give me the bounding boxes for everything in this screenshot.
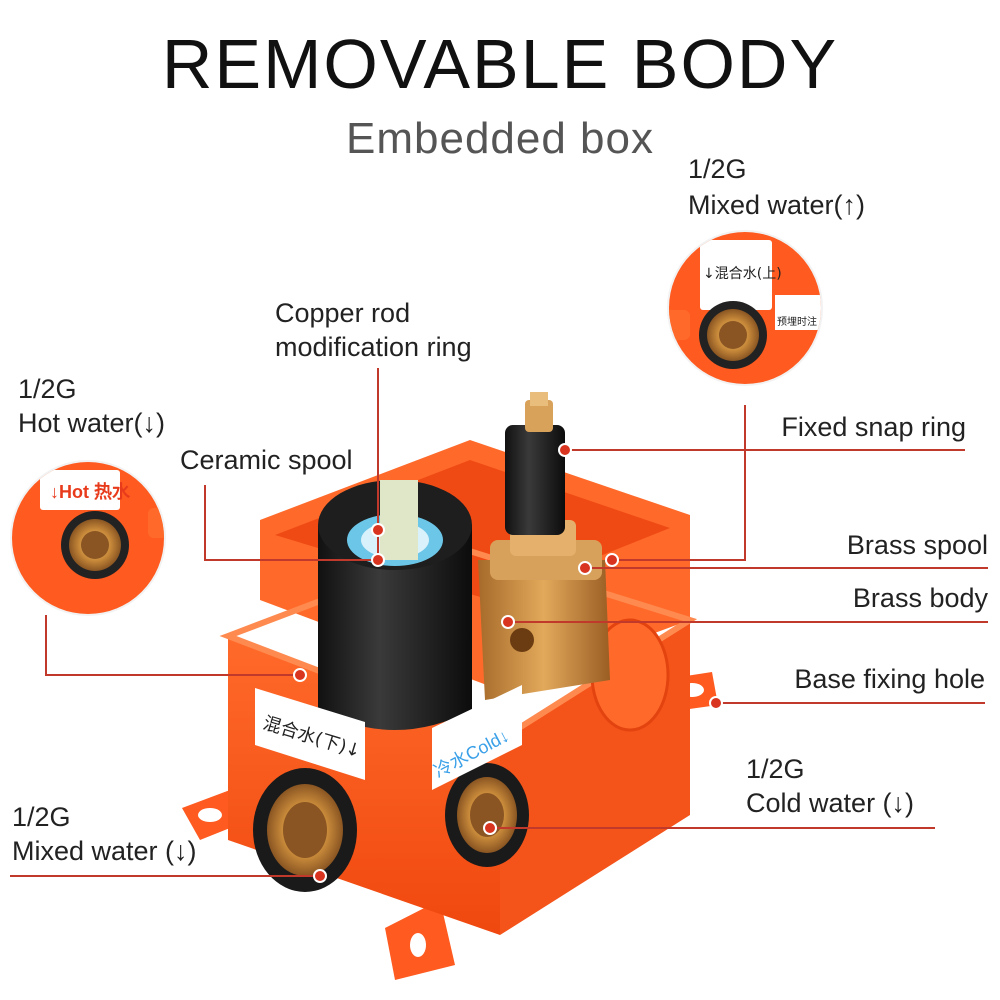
dot-mixed-down <box>313 869 327 883</box>
label-hot-size: 1/2G <box>18 374 77 404</box>
label-copper-rod-line1: Copper rod <box>275 298 411 328</box>
mounting-tab-bottom <box>385 900 455 980</box>
label-mixed-up-size: 1/2G <box>688 154 747 184</box>
pointer-lines <box>10 368 988 877</box>
label-hot: Hot water(↓) <box>18 408 166 438</box>
dot-fixed-snap-ring <box>558 443 572 457</box>
label-cold-size: 1/2G <box>746 754 805 784</box>
page-subtitle: Embedded box <box>346 114 654 163</box>
dot-cold-water <box>483 821 497 835</box>
pointer-mixed-up <box>612 405 746 561</box>
adjustment-sticker-text: 预埋时注 Adjustm <box>777 315 861 328</box>
label-copper-rod-line2: modification ring <box>275 332 472 362</box>
label-brass-body: Brass body <box>852 583 988 613</box>
dot-hot-water <box>293 668 307 682</box>
pointer-dots <box>293 443 723 883</box>
dot-brass-spool <box>578 561 592 575</box>
pointer-ceramic-spool <box>204 485 378 561</box>
dot-mixed-up <box>605 553 619 567</box>
dot-copper-rod <box>371 523 385 537</box>
pointer-hot-water <box>45 615 300 676</box>
label-mixed-up: Mixed water(↑) <box>688 190 866 220</box>
dot-ceramic-spool <box>371 553 385 567</box>
label-base-fixing-hole: Base fixing hole <box>794 664 985 694</box>
cold-water-port <box>445 763 529 867</box>
label-mixed-down: Mixed water (↓) <box>12 836 197 866</box>
dot-brass-body <box>501 615 515 629</box>
label-mixed-down-size: 1/2G <box>12 802 71 832</box>
dot-base-fixing-hole <box>709 696 723 710</box>
brass-spool-part <box>505 392 576 556</box>
label-ceramic-spool: Ceramic spool <box>180 445 353 475</box>
mixed-up-sticker-text: ↓混合水(上) <box>703 266 782 282</box>
hot-water-inset: ↓Hot 热水 <box>10 460 166 616</box>
mixed-down-port <box>253 768 357 892</box>
mixed-up-inset: ↓混合水(上) 预埋时注 Adjustm <box>667 230 861 386</box>
page-title: REMOVABLE BODY <box>161 25 839 103</box>
label-brass-spool: Brass spool <box>846 530 988 560</box>
label-cold: Cold water (↓) <box>746 788 915 818</box>
label-fixed-snap-ring: Fixed snap ring <box>781 412 966 442</box>
ceramic-spool-part <box>318 480 472 730</box>
hot-sticker-text: ↓Hot 热水 <box>50 481 131 502</box>
